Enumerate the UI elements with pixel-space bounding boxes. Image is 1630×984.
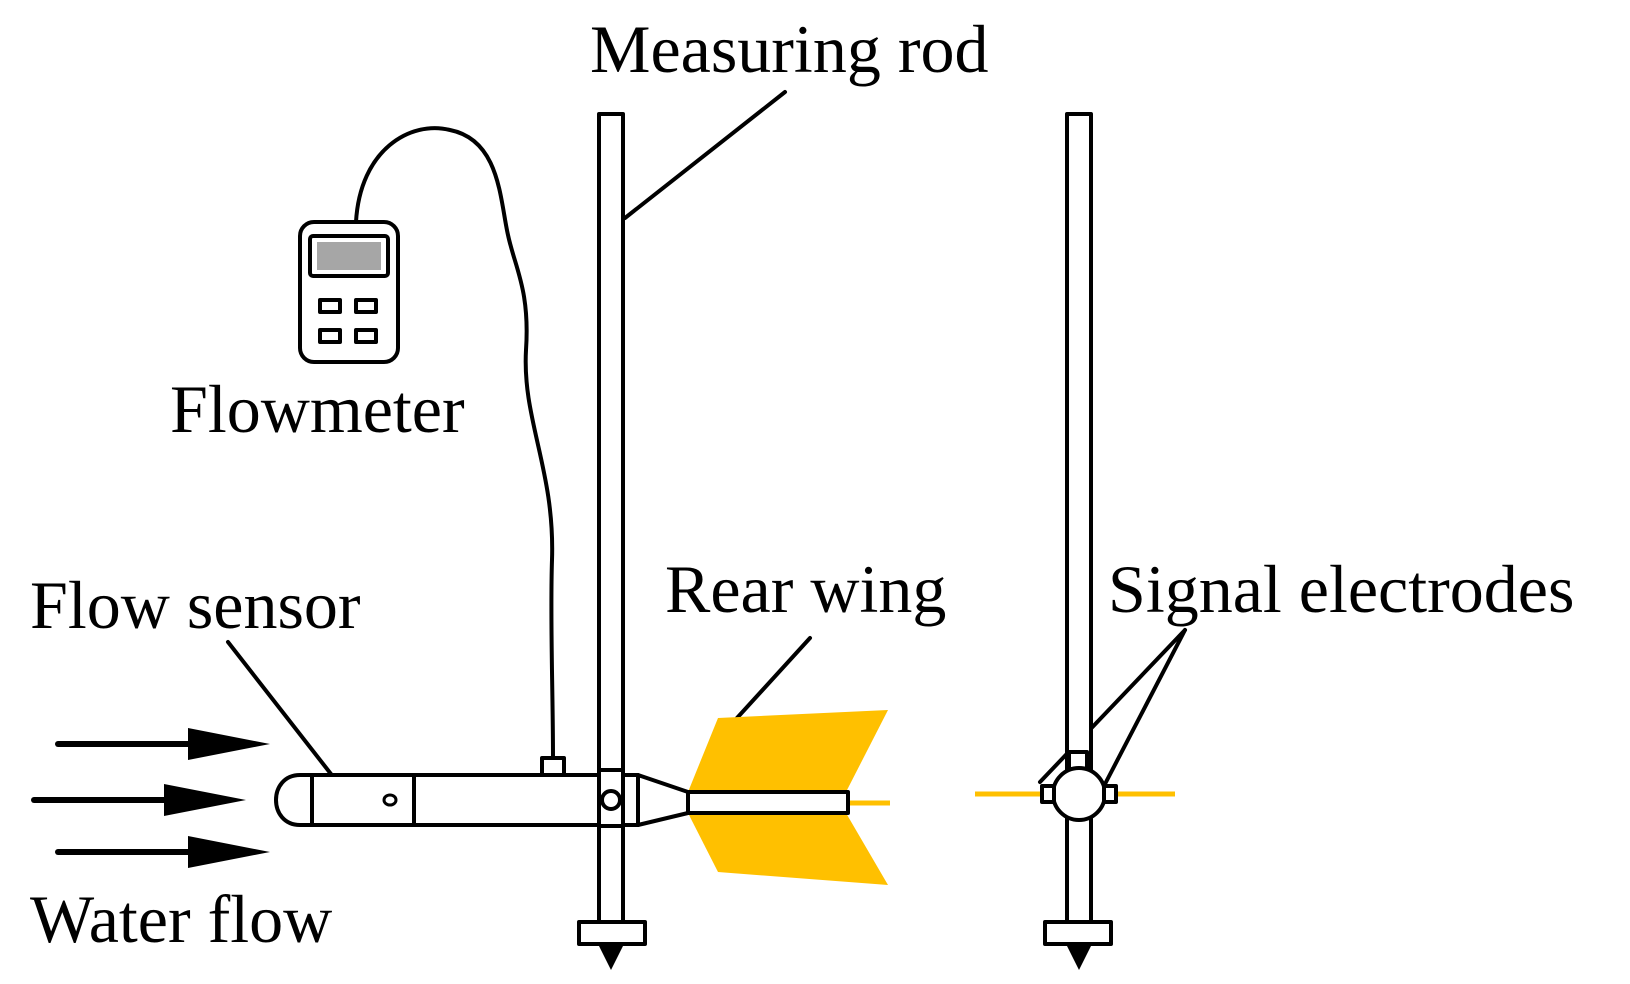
label-rear-wing: Rear wing (665, 551, 946, 627)
label-flowmeter: Flowmeter (170, 371, 465, 447)
flowmeter-screen (317, 242, 381, 270)
signal-electrode-left (1040, 784, 1056, 804)
flow-sensor-taper (636, 773, 690, 827)
rear-wing-lower-fin (688, 813, 888, 885)
flowmeter-key-1 (318, 298, 342, 314)
leader-line-rear-wing (735, 636, 812, 720)
rear-wing (688, 710, 890, 885)
label-flow-sensor: Flow sensor (30, 567, 361, 643)
measuring-rod-right-lower (1065, 816, 1093, 924)
flow-sensor-nose (274, 773, 314, 827)
label-measuring-rod: Measuring rod (590, 11, 988, 87)
measuring-rod-left-base (577, 920, 647, 946)
leader-line-electrode-left (1038, 628, 1187, 784)
measuring-rod-left-upper (597, 112, 625, 772)
flowmeter-cable (354, 126, 555, 760)
label-water-flow: Water flow (30, 881, 332, 957)
measuring-rod-left-lower (597, 824, 625, 924)
measuring-rod-right-upper (1065, 112, 1093, 772)
measuring-rod-right-base (1043, 920, 1113, 946)
signal-electrode-right (1102, 784, 1118, 804)
flow-sensor-tube (310, 773, 640, 827)
flowmeter-key-4 (354, 328, 378, 344)
flowmeter-key-3 (318, 328, 342, 344)
arrow-right-icon-3 (188, 836, 270, 868)
leader-line-flow-sensor (226, 640, 347, 794)
arrow-right-icon-2 (164, 784, 246, 816)
measuring-rod-left-tip (598, 944, 624, 970)
rear-wing-upper-fin (688, 710, 888, 792)
rod-clamp-screw (600, 789, 622, 811)
water-flow-arrows (31, 728, 270, 868)
flowmeter-key-2 (354, 298, 378, 314)
arrow-right-icon-1 (188, 728, 270, 760)
measuring-rod-right-tip (1066, 944, 1092, 970)
leader-line-measuring-rod (623, 90, 787, 220)
handheld-meter-icon (298, 220, 400, 364)
flow-sensor (274, 756, 850, 828)
label-signal-electrodes: Signal electrodes (1108, 551, 1574, 627)
leader-line-electrode-right (1103, 628, 1187, 786)
flow-sensor-connector (540, 756, 566, 777)
flow-sensor-port (382, 793, 398, 807)
flow-sensor-shaft (686, 790, 850, 815)
electrode-hub (1051, 766, 1107, 822)
